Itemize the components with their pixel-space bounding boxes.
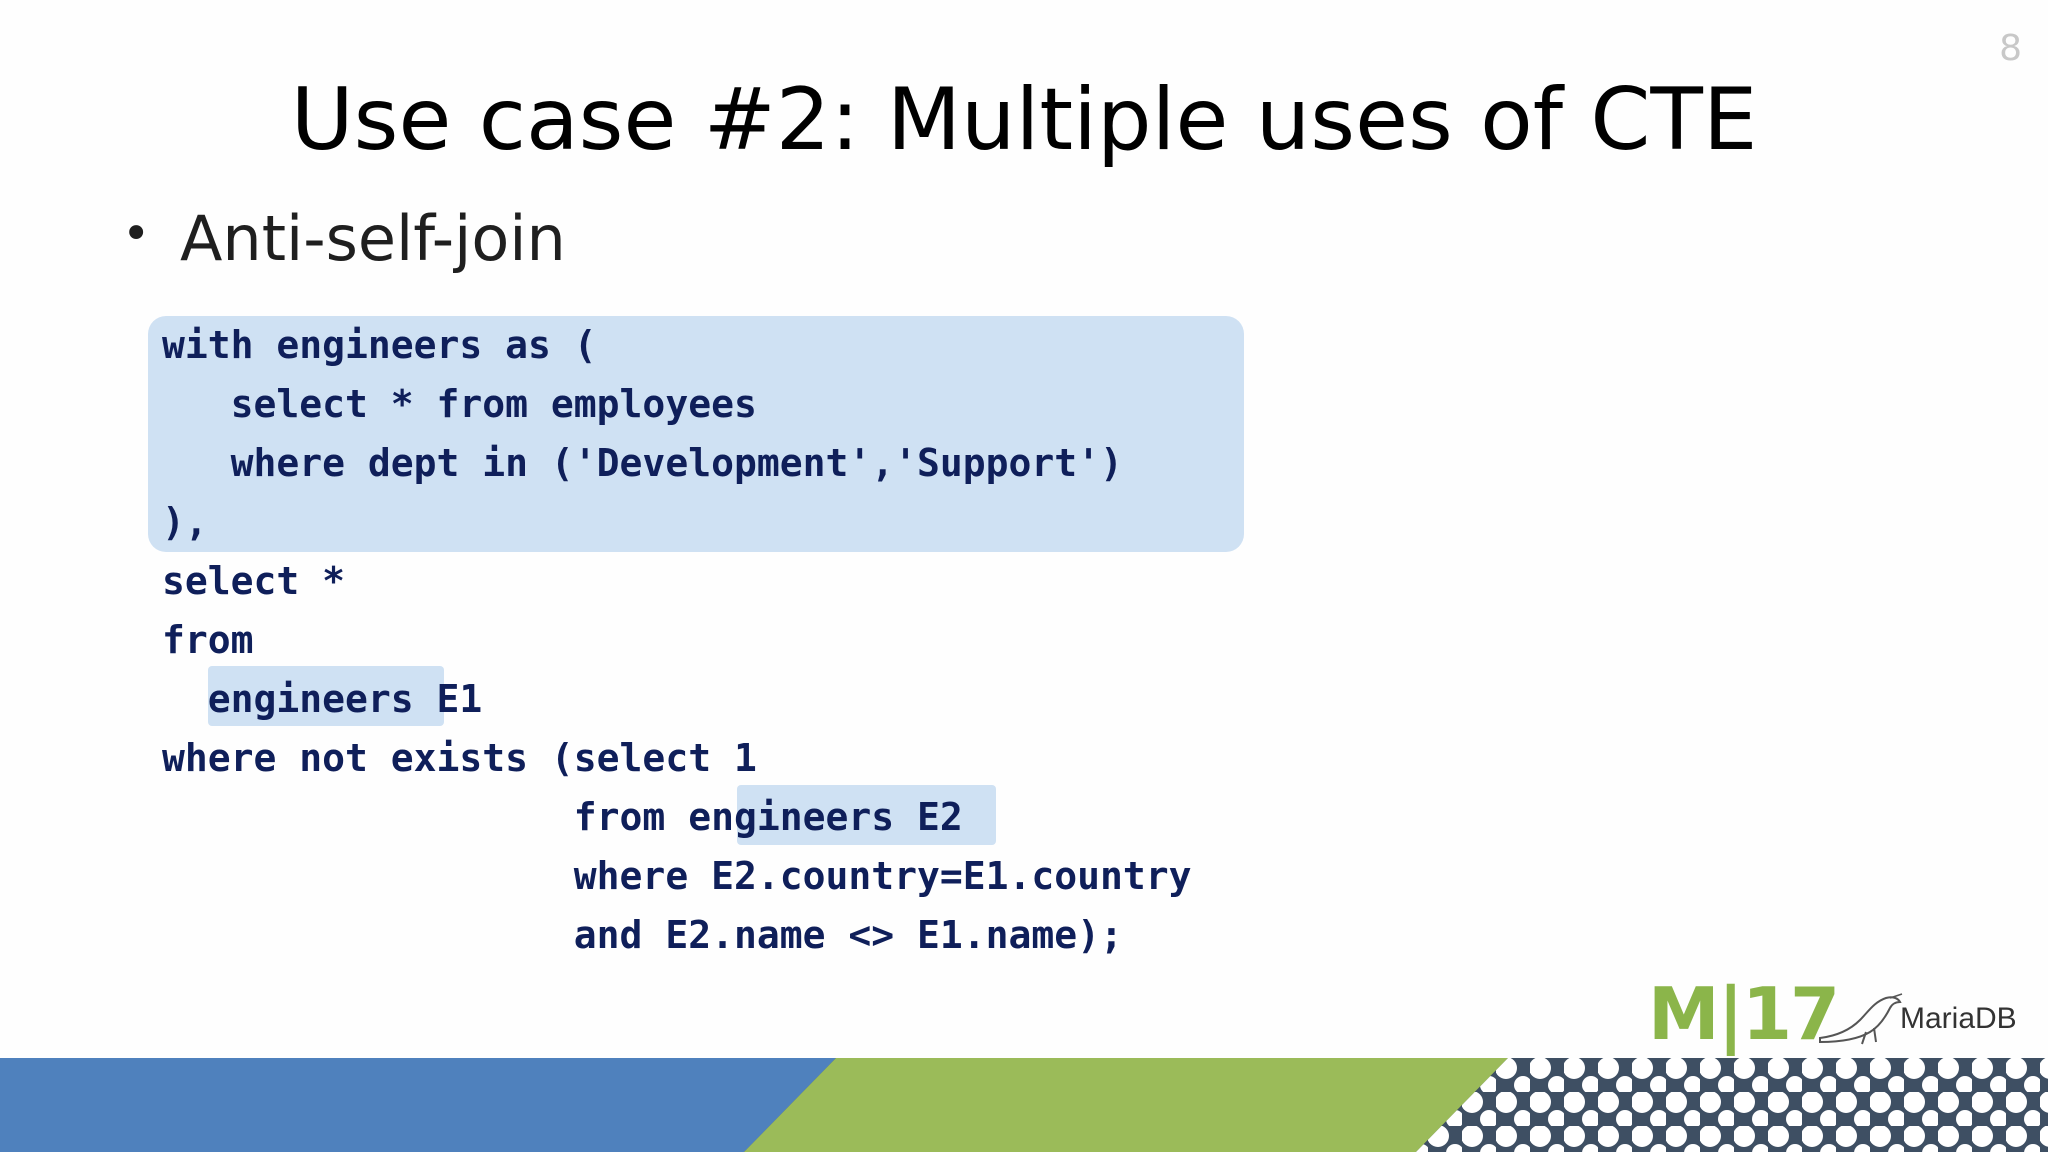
code-line: select * [162, 559, 346, 603]
code-line: from [162, 618, 254, 662]
cte-definition-highlight [148, 316, 1244, 552]
code-line: and E2.name <> E1.name); [162, 913, 1123, 957]
code-line: from engineers E2 [162, 795, 963, 839]
seal-icon [1819, 993, 1903, 1045]
code-line: ), [162, 500, 208, 544]
engineers-reference-highlight-2 [737, 785, 996, 845]
footer-green-stripe [744, 1058, 1508, 1152]
page-number: 8 [1999, 28, 2022, 69]
code-line: with engineers as ( [162, 323, 597, 367]
engineers-reference-highlight-1 [208, 666, 444, 726]
bullet-text: Anti-self-join [180, 202, 566, 275]
bullet-item: • Anti-self-join [122, 202, 566, 275]
slide-title: Use case #2: Multiple uses of CTE [290, 70, 1758, 170]
code-line: where E2.country=E1.country [162, 854, 1192, 898]
code-line: where not exists (select 1 [162, 736, 757, 780]
code-line: select * from employees [162, 382, 757, 426]
code-line: engineers E1 [162, 677, 483, 721]
footer-band [0, 1058, 2048, 1152]
bullet-dot-icon: • [122, 206, 151, 262]
m17-mariadb-logo: M|17 MariaDB [1648, 972, 2017, 1056]
footer-dot-pattern [1416, 1058, 2048, 1152]
code-line: where dept in ('Development','Support') [162, 441, 1123, 485]
footer-blue-stripe [0, 1058, 836, 1152]
mariadb-logo-text: MariaDB [1900, 1002, 2017, 1035]
m17-logo-text: M|17 [1648, 972, 1840, 1056]
